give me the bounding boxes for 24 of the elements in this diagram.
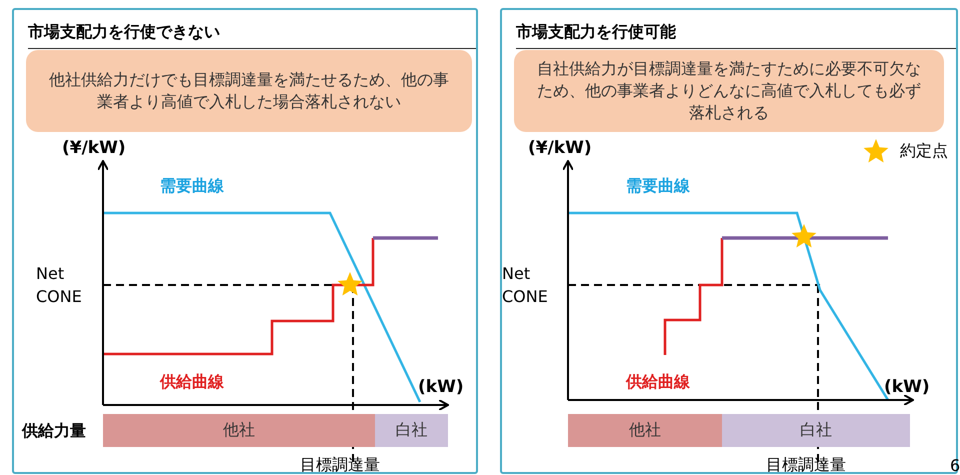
axis-label: 目標調達量 (300, 455, 380, 475)
note-callout: 自社供給力が目標調達量を満たすために必要不可欠なため、他の事業者よりどんなに高値で入札しても必ず落札される (514, 50, 944, 132)
axis-label: (kW) (418, 377, 464, 397)
supply-bar: 他社 (103, 414, 375, 447)
row-label: 供給力量 (22, 421, 86, 442)
axis-label: (kW) (884, 377, 930, 397)
supply-bar: 白社 (722, 414, 910, 447)
curve-label: 供給曲線 (160, 372, 224, 393)
curve-label: 需要曲線 (626, 176, 690, 197)
axis-label: Net CONE (502, 263, 549, 308)
supply-bar: 他社 (568, 414, 722, 447)
supply-bar: 白社 (375, 414, 448, 447)
panel (500, 8, 958, 474)
legend-label: 約定点 (900, 141, 948, 162)
curve-label: 需要曲線 (160, 176, 224, 197)
panel-heading: 市場支配力を行使可能 (516, 22, 676, 43)
note-callout: 他社供給力だけでも目標調達量を満たせるため、他の事業者より高値で入札した場合落札されない (26, 50, 472, 132)
axis-label: Net CONE (36, 263, 83, 308)
axis-label: (¥/kW) (528, 138, 592, 158)
axis-label: 目標調達量 (766, 455, 846, 475)
curve-label: 供給曲線 (626, 372, 690, 393)
panel-heading: 市場支配力を行使できない (28, 22, 220, 43)
axis-label: (¥/kW) (62, 138, 126, 158)
panel (12, 8, 478, 474)
